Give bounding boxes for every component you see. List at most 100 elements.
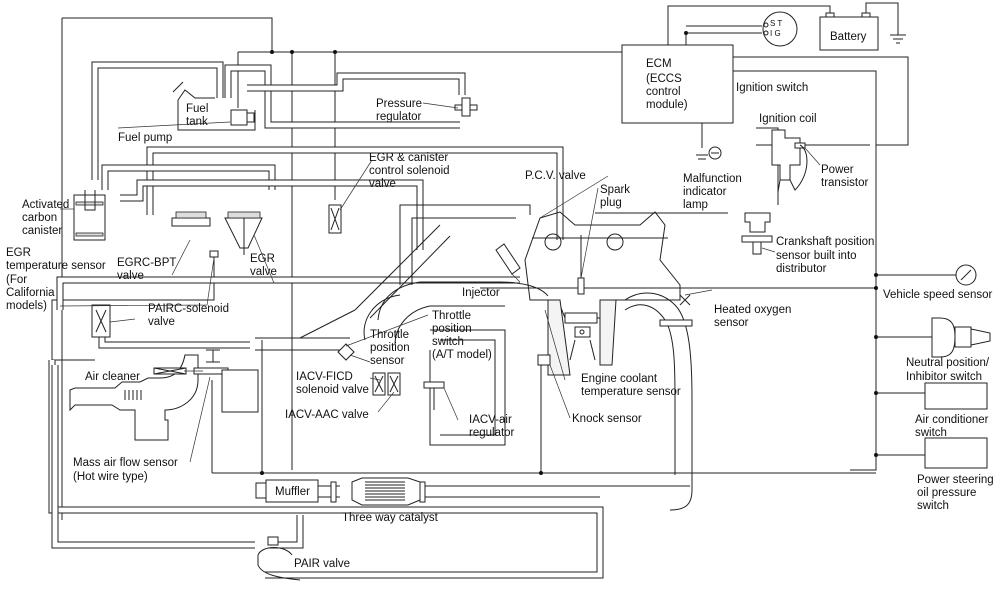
label-neutral: Neutral position/ Inhibitor switch	[906, 357, 990, 383]
label-air-cleaner: Air cleaner	[85, 371, 140, 383]
label-maf: Mass air flow sensor (Hot wire type)	[73, 457, 178, 483]
svg-text:position: position	[370, 342, 410, 354]
label-egr-canister-solenoid: EGR & canister control solenoid valve	[369, 152, 450, 190]
svg-text:Fuel: Fuel	[186, 103, 208, 115]
muffler-tip	[255, 482, 267, 499]
label-vehicle-speed: Vehicle speed sensor	[883, 289, 992, 301]
label-ignition-coil: Ignition coil	[759, 113, 817, 125]
svg-text:Spark: Spark	[600, 184, 630, 196]
label-egrc-bpt: EGRC-BPT valve	[117, 257, 176, 282]
engine	[524, 211, 693, 511]
egr-canister-solenoid-icon	[328, 204, 342, 234]
label-iacv-aac: IACV-AAC valve	[285, 409, 369, 421]
svg-text:temperature sensor: temperature sensor	[6, 260, 106, 272]
svg-text:oil pressure: oil pressure	[917, 487, 976, 499]
pair-valve-icon	[257, 536, 301, 581]
label-fuel-pump: Fuel pump	[118, 132, 172, 144]
svg-text:EGR: EGR	[6, 247, 31, 259]
label-battery: Battery	[830, 31, 867, 43]
egrc-bpt-valve-icon	[171, 211, 211, 227]
fuel-pump	[230, 109, 248, 126]
label-mil: Malfunction indicator lamp	[683, 173, 742, 211]
label-ac-switch: Air conditioner switch	[915, 414, 989, 439]
svg-text:IACV-air: IACV-air	[469, 414, 512, 426]
label-pressure-regulator: Pressure regulator	[376, 98, 422, 123]
power-steering-switch	[924, 437, 988, 469]
label-iacv-ficd: IACV-FICD solenoid valve	[296, 371, 369, 396]
svg-text:regulator: regulator	[376, 111, 422, 123]
pairc-solenoid-icon	[91, 304, 111, 338]
svg-text:indicator: indicator	[683, 186, 727, 198]
label-pair-valve: PAIR valve	[294, 558, 350, 570]
svg-text:switch: switch	[432, 336, 464, 348]
svg-text:Activated: Activated	[22, 199, 69, 211]
leader-lines	[59, 102, 821, 463]
svg-text:Throttle: Throttle	[370, 329, 409, 341]
svg-text:valve: valve	[117, 270, 144, 282]
label-st: S T	[770, 19, 782, 28]
crankshaft-sensor-icon	[741, 212, 773, 255]
labels: ECM (ECCS control module) S T I G Batter…	[6, 19, 994, 570]
svg-text:sensor built into: sensor built into	[776, 250, 857, 262]
label-iacv-air: IACV-air regulator	[469, 414, 515, 439]
svg-text:valve: valve	[369, 178, 396, 190]
svg-text:tank: tank	[186, 116, 208, 128]
air-conditioner-switch	[924, 382, 988, 410]
svg-text:Engine coolant: Engine coolant	[581, 373, 658, 385]
svg-text:ECM: ECM	[646, 58, 672, 70]
svg-text:control: control	[646, 86, 681, 98]
label-ignition-switch: Ignition switch	[736, 82, 808, 94]
svg-text:plug: plug	[600, 197, 622, 209]
svg-text:Heated oxygen: Heated oxygen	[714, 304, 791, 316]
svg-text:EGR: EGR	[250, 253, 275, 265]
label-fuel-tank: Fuel tank	[186, 103, 208, 128]
svg-text:solenoid valve: solenoid valve	[296, 384, 369, 396]
label-canister: Activated carbon canister	[22, 199, 69, 237]
hoses	[48, 61, 604, 579]
svg-text:models): models)	[6, 300, 47, 312]
egr-temperature-sensor-icon	[209, 250, 219, 258]
ignition-coil-icon	[771, 129, 808, 193]
neutral-position-switch-icon	[931, 317, 991, 358]
svg-text:(ECCS: (ECCS	[646, 73, 682, 85]
svg-text:lamp: lamp	[683, 199, 708, 211]
muffler	[265, 479, 319, 503]
air-intake	[69, 349, 259, 441]
svg-text:EGRC-BPT: EGRC-BPT	[117, 257, 176, 269]
svg-text:Power: Power	[821, 164, 854, 176]
svg-text:Pressure: Pressure	[376, 98, 422, 110]
label-pairc: PAIRC-solenoid valve	[148, 303, 229, 328]
label-catalyst: Three way catalyst	[342, 512, 439, 524]
svg-text:switch: switch	[917, 500, 949, 512]
ignition-switch-icon[interactable]	[762, 11, 798, 47]
svg-text:regulator: regulator	[469, 427, 515, 439]
malfunction-indicator-lamp-icon	[708, 146, 722, 160]
egr-valve-icon	[224, 211, 263, 255]
svg-text:carbon: carbon	[22, 212, 57, 224]
label-coolant-temp: Engine coolant temperature sensor	[581, 373, 681, 398]
svg-text:PAIRC-solenoid: PAIRC-solenoid	[148, 303, 229, 315]
svg-text:Neutral position/: Neutral position/	[906, 357, 990, 369]
svg-text:temperature sensor: temperature sensor	[581, 386, 681, 398]
label-pcv: P.C.V. valve	[525, 170, 586, 182]
svg-text:EGR & canister: EGR & canister	[369, 152, 448, 164]
ecm-module	[621, 44, 734, 124]
svg-text:canister: canister	[22, 225, 62, 237]
label-spark-plug: Spark plug	[600, 184, 630, 209]
label-muffler: Muffler	[275, 486, 310, 498]
svg-text:Mass air flow sensor: Mass air flow sensor	[73, 457, 178, 469]
label-throttle-sensor: Throttle position sensor	[370, 329, 410, 367]
label-heated-o2: Heated oxygen sensor	[714, 304, 791, 329]
injector-icon	[495, 243, 521, 275]
svg-text:transistor: transistor	[821, 177, 868, 189]
svg-text:(A/T model): (A/T model)	[432, 349, 492, 361]
svg-text:Malfunction: Malfunction	[683, 173, 742, 185]
carbon-canister-icon	[73, 190, 106, 241]
label-crankshaft: Crankshaft position sensor built into di…	[776, 236, 874, 275]
svg-text:(For: (For	[6, 274, 27, 286]
throttle-position-sensor-icon	[337, 343, 355, 361]
svg-text:California: California	[6, 287, 55, 299]
svg-text:(Hot wire type): (Hot wire type)	[73, 471, 148, 483]
vehicle-speed-sensor-icon	[935, 264, 977, 286]
svg-text:Power steering: Power steering	[917, 474, 994, 486]
